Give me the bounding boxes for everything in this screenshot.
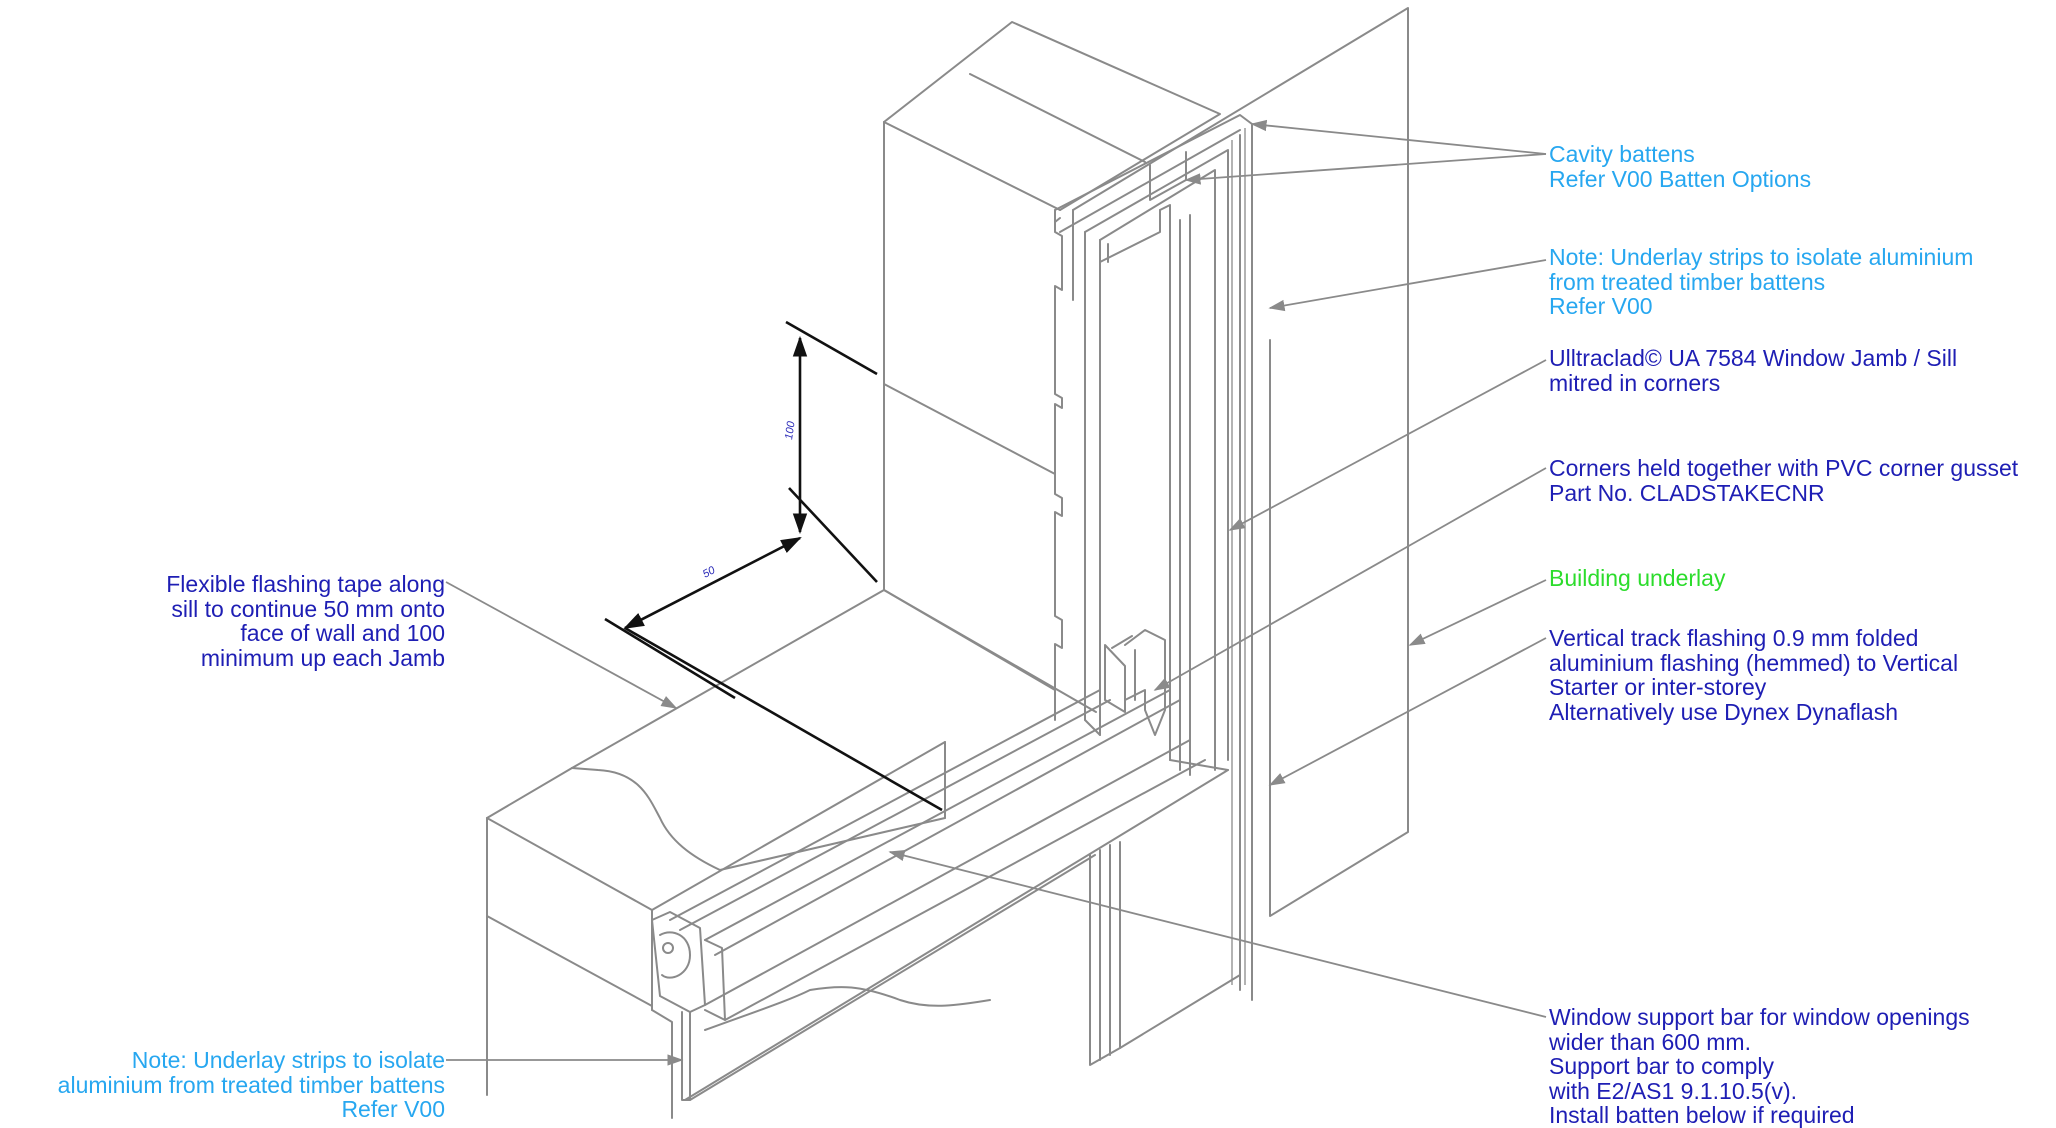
flexible-flashing-tape-note: Flexible flashing tape along sill to con… xyxy=(166,571,445,671)
dimension-lines: 100 50 xyxy=(604,320,943,812)
window-support-bar-note: Window support bar for window openings w… xyxy=(1549,1004,1970,1128)
vertical-track-flashing-note: Vertical track flashing 0.9 mm folded al… xyxy=(1549,625,1959,725)
leader-lines xyxy=(445,119,1547,1066)
corner-gusset-note: Corners held together with PVC corner gu… xyxy=(1549,455,2019,506)
building-underlay-note: Building underlay xyxy=(1549,565,1726,591)
underlay-strips-right-note: Note: Underlay strips to isolate alumini… xyxy=(1549,244,1974,319)
cavity-battens-note: Cavity battens Refer V00 Batten Options xyxy=(1549,141,1812,192)
pvc-corner-gusset xyxy=(1104,629,1166,736)
dimension-100-label: 100 xyxy=(783,420,798,441)
dimension-50-label: 50 xyxy=(701,564,718,581)
underlay-strips-left-note: Note: Underlay strips to isolate alumini… xyxy=(57,1047,445,1122)
window-sill-assembly xyxy=(486,589,1229,1119)
window-jamb-sill-note: Ulltraclad© UA 7584 Window Jamb / Sill m… xyxy=(1549,345,1958,396)
window-jamb-frame xyxy=(1054,114,1253,1001)
lower-wall-face xyxy=(883,473,1063,721)
upper-cladding-block xyxy=(883,21,1221,586)
window-support-bar xyxy=(1089,841,1241,1066)
